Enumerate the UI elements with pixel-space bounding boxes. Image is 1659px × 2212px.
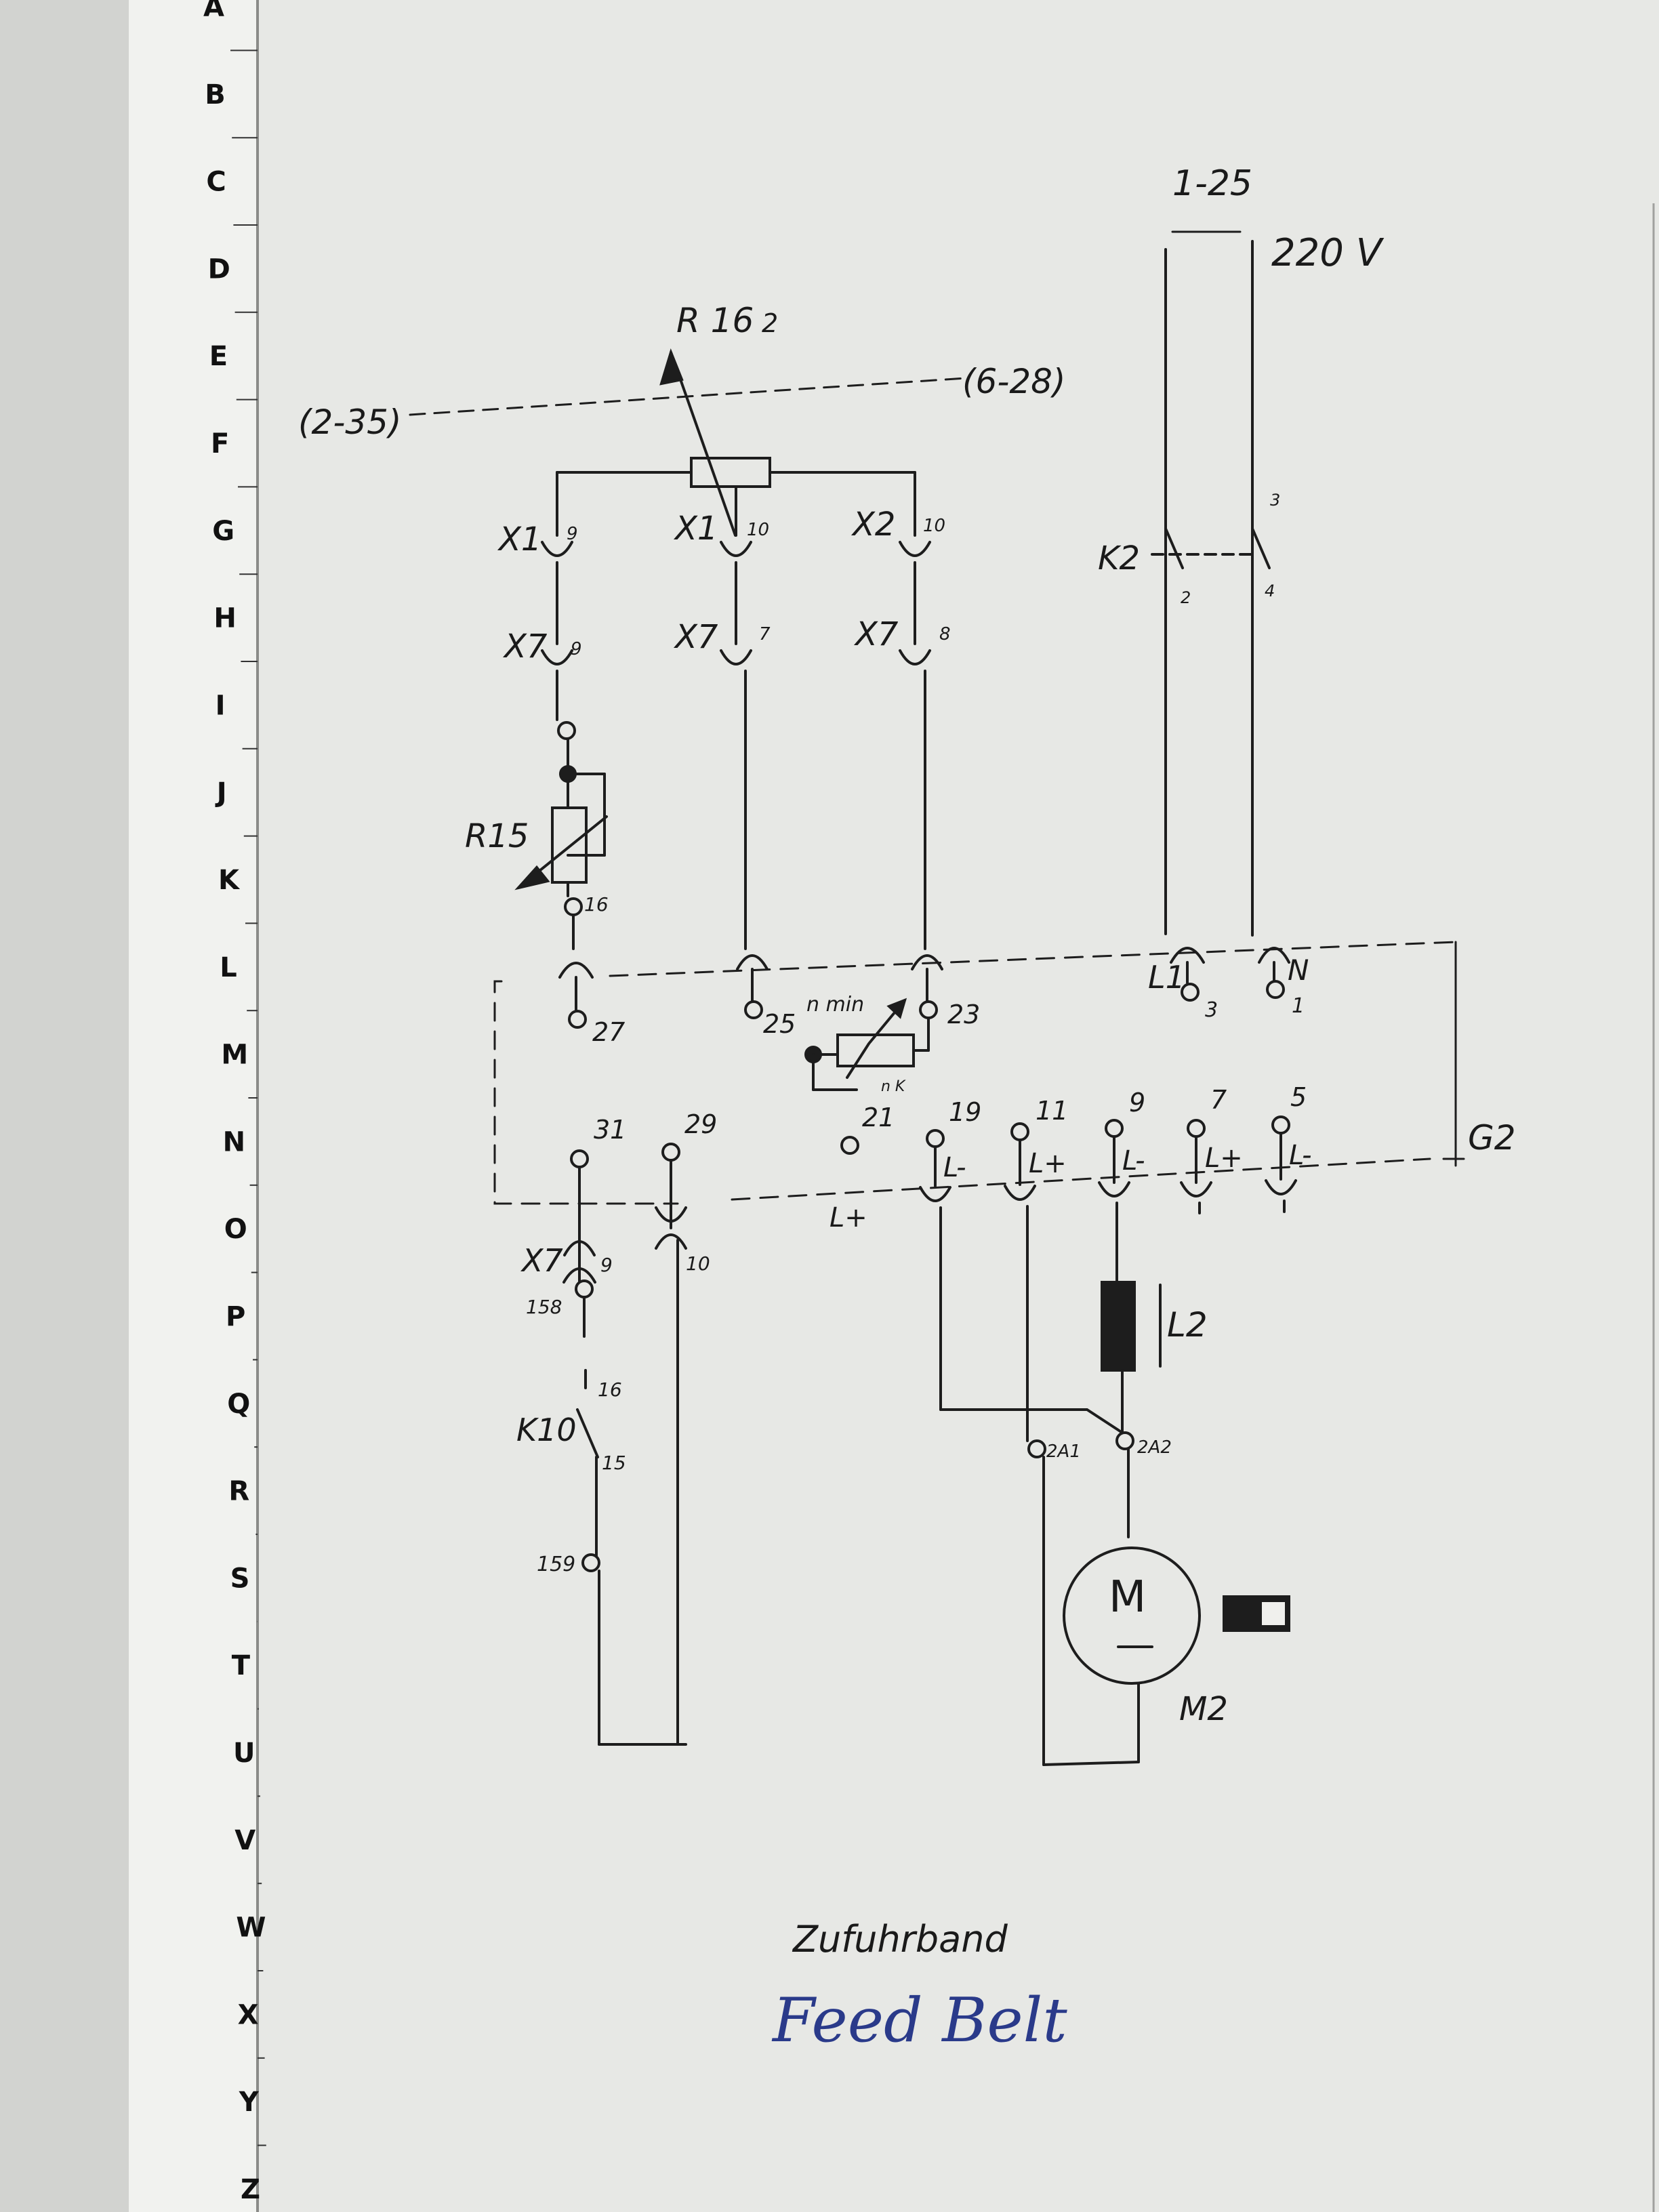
k2-pin2: 2 <box>1181 588 1191 607</box>
terminal-25: 25 <box>763 1009 796 1039</box>
l2-label: L2 <box>1167 1305 1208 1345</box>
terminal-21: 21 <box>862 1103 895 1132</box>
terminal-19: 19 <box>949 1097 981 1127</box>
x1a-label: X1 <box>497 520 541 558</box>
index-letter-a: A <box>203 0 224 23</box>
terminal-27: 27 <box>592 1017 625 1047</box>
k2-pin3: 3 <box>1270 491 1280 510</box>
nk-label: n K <box>881 1078 906 1095</box>
terminal-2a2: 2A2 <box>1137 1437 1172 1458</box>
index-letter-u: U <box>233 1738 255 1769</box>
index-letter-y: Y <box>239 2087 260 2118</box>
index-letter-c: C <box>206 167 226 198</box>
index-strip <box>129 0 258 2212</box>
x7c-pin: 8 <box>939 624 951 644</box>
nmin-label: n min <box>806 993 864 1017</box>
g2-label: G2 <box>1468 1118 1516 1158</box>
paper-sheet <box>258 0 1659 2212</box>
x7b-pin: 7 <box>759 624 771 644</box>
k10-pin16: 16 <box>598 1378 622 1401</box>
index-letters: A B C D E F G H I J K L M N O P Q R S T U V W X Y Z <box>203 0 266 2205</box>
ref-right-label: (6-28) <box>962 362 1066 401</box>
r15-label: R15 <box>465 817 529 855</box>
terminal-158: 158 <box>526 1296 562 1318</box>
lminus-3: L- <box>1289 1140 1312 1171</box>
index-letter-x: X <box>238 1999 259 2030</box>
labels: 1-25 220 V R 16 2 (2-35) (6-28) X1 9 X1 … <box>298 163 1516 2056</box>
terminal-29: 29 <box>684 1109 717 1139</box>
index-letter-s: S <box>230 1563 250 1594</box>
index-letter-k: K <box>218 865 241 896</box>
index-letter-m: M <box>221 1040 248 1071</box>
index-letter-z: Z <box>241 2174 260 2205</box>
m2-label: M2 <box>1179 1690 1228 1728</box>
terminal-10: 10 <box>686 1252 710 1275</box>
terminal-2a1: 2A1 <box>1046 1441 1081 1462</box>
terminal-5: 5 <box>1290 1082 1307 1112</box>
index-letter-r: R <box>228 1476 249 1507</box>
index-letter-v: V <box>234 1825 255 1856</box>
index-letter-b: B <box>205 79 226 110</box>
index-letter-f: F <box>211 428 229 459</box>
k2-pin4: 4 <box>1265 581 1275 600</box>
index-letter-l: L <box>220 952 237 983</box>
ref-top-label: 1-25 <box>1172 163 1252 204</box>
l1-pin: 3 <box>1205 998 1218 1022</box>
x7b-label: X7 <box>673 618 718 656</box>
k10-label: K10 <box>516 1412 577 1448</box>
wiring <box>409 230 1465 1766</box>
x1b-pin: 10 <box>747 520 769 540</box>
index-letter-t: T <box>232 1650 251 1681</box>
index-letter-j: J <box>215 777 227 808</box>
terminal-9: 9 <box>1129 1088 1145 1118</box>
x7a-label: X7 <box>502 628 548 665</box>
l1-label: L1 <box>1148 959 1185 996</box>
lminus-2: L- <box>1122 1145 1145 1176</box>
index-letter-w: W <box>236 1912 266 1944</box>
handwritten-feed-belt: Feed Belt <box>771 1985 1067 2056</box>
index-letter-e: E <box>209 341 228 372</box>
lminus-1: L- <box>943 1152 966 1183</box>
x7d-label: X7 <box>520 1242 563 1279</box>
k10-pin15: 15 <box>602 1452 626 1474</box>
terminal-23: 23 <box>947 1000 980 1029</box>
n-label: N <box>1288 954 1309 987</box>
index-letter-n: N <box>223 1126 245 1158</box>
index-letter-h: H <box>213 603 236 634</box>
ref-left-label: (2-35) <box>298 403 402 442</box>
index-letter-q: Q <box>227 1389 250 1420</box>
r16-label: R 16 <box>676 301 754 340</box>
x1b-label: X1 <box>673 510 718 548</box>
x2-pin: 10 <box>923 516 945 536</box>
voltage-label: 220 V <box>1271 231 1385 275</box>
r16-sub-label: 2 <box>762 308 778 338</box>
index-letter-p: P <box>226 1301 245 1332</box>
x2-label: X2 <box>851 506 895 544</box>
lplus-bus: L+ <box>830 1202 867 1233</box>
x7d-pin: 9 <box>600 1254 613 1276</box>
index-letter-d: D <box>208 253 230 285</box>
x7c-label: X7 <box>853 615 899 653</box>
index-letter-i: I <box>216 690 226 721</box>
terminal-31: 31 <box>594 1115 626 1145</box>
r15-pin: 16 <box>584 893 609 916</box>
terminal-7: 7 <box>1210 1085 1227 1115</box>
k2-label: K2 <box>1098 539 1140 577</box>
x7a-pin: 9 <box>571 639 582 659</box>
lplus-1: L+ <box>1029 1148 1067 1179</box>
x1a-pin: 9 <box>567 524 578 544</box>
terminal-159: 159 <box>537 1553 575 1576</box>
n-pin: 1 <box>1292 994 1305 1018</box>
motor-m-symbol: M <box>1109 1572 1146 1622</box>
lplus-2: L+ <box>1205 1143 1243 1174</box>
index-letter-g: G <box>212 516 234 547</box>
terminal-11: 11 <box>1036 1096 1068 1126</box>
index-letter-o: O <box>224 1214 247 1245</box>
caption-zufuhrband: Zufuhrband <box>792 1918 1008 1961</box>
